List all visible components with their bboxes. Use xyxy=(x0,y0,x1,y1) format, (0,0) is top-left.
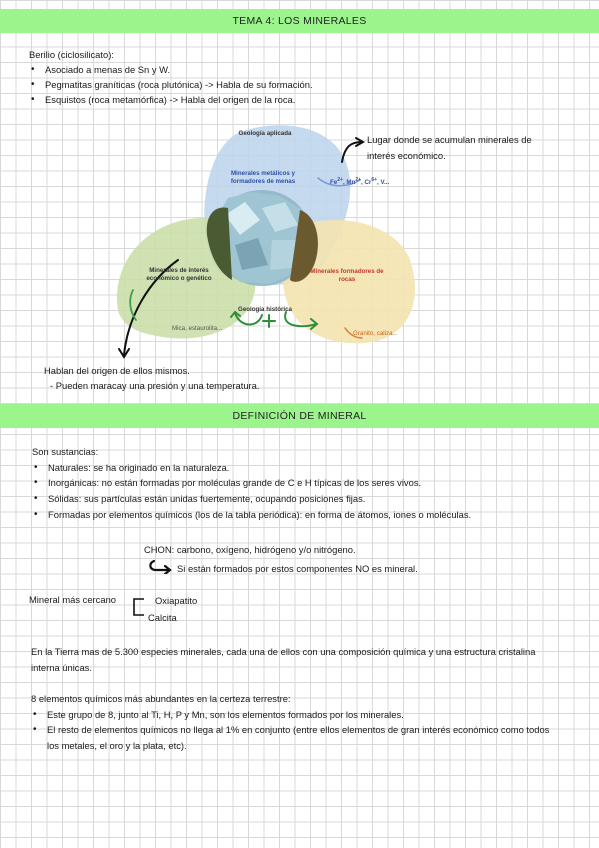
closest-mineral-label: Mineral más cercano xyxy=(29,594,117,605)
berilio-bullet: Esquistos (roca metamórfica) -> Habla de… xyxy=(29,92,295,108)
closest-mineral-item: Oxiapatito xyxy=(155,595,198,606)
elements-bullet: El resto de elementos químicos no llega … xyxy=(31,722,561,753)
note-origin: Hablan del origen de ellos mismos. xyxy=(44,365,190,376)
section-title-banner: TEMA 4: LOS MINERALES xyxy=(0,9,599,33)
berilio-heading: Berilio (ciclosilicato): xyxy=(29,49,114,60)
label-historical-geology: Geología histórica xyxy=(238,306,292,313)
mineral-species-paragraph: En la Tierra mas de 5.300 especies miner… xyxy=(31,646,536,673)
label-rock-forming-minerals: Minerales formadores de rocas xyxy=(310,268,384,283)
label-mica: Mica, estaurolita... xyxy=(172,325,223,332)
diagram-arrows xyxy=(118,137,366,359)
label-metallic-minerals: Minerales metálicos y formadores de mena… xyxy=(230,170,296,185)
elements-heading: 8 elementos químicos más abundantes en l… xyxy=(31,693,291,704)
chon-not-mineral: Si están formados por estos componentes … xyxy=(177,563,418,574)
label-granite: Granito, caliza... xyxy=(353,330,398,337)
elements-bullet: Este grupo de 8, junto al Ti, H, P y Mn,… xyxy=(31,707,404,723)
bracket-icon xyxy=(133,598,144,616)
label-economic-minerals: Minerales de interés económico o genétic… xyxy=(146,267,212,282)
substance-bullet: Formadas por elementos químicos (los de … xyxy=(32,507,471,523)
substance-bullet: Sólidas: sus partículas están unidas fue… xyxy=(32,491,365,507)
chon-note: CHON: carbono, oxígeno, hidrógeno y/o ni… xyxy=(144,544,356,555)
mineral-cluster xyxy=(206,190,318,286)
berilio-bullet: Asociado a menas de Sn y W. xyxy=(29,62,170,78)
substances-intro: Son sustancias: xyxy=(32,446,99,457)
berilio-bullet: Pegmatitas graníticas (roca plutónica) -… xyxy=(29,77,313,93)
label-applied-geology: Geología aplicada xyxy=(238,130,292,137)
label-ions: Fe2+, Mn2+, Cr6+, V... xyxy=(330,177,390,187)
note-economic-accumulation: Lugar donde se acumulan minerales de int… xyxy=(367,134,532,161)
note-pressure-temperature: - Pueden maracay una presión y una tempe… xyxy=(50,380,260,391)
minerals-venn-diagram xyxy=(116,125,415,359)
substance-bullet: Inorgánicas: no están formadas por moléc… xyxy=(32,475,421,491)
section-title-banner: DEFINICIÓN DE MINERAL xyxy=(0,404,599,428)
curved-arrow-icon xyxy=(149,559,172,574)
substance-bullet: Naturales: se ha originado en la natural… xyxy=(32,460,229,476)
closest-mineral-item: Calcita xyxy=(148,612,177,623)
